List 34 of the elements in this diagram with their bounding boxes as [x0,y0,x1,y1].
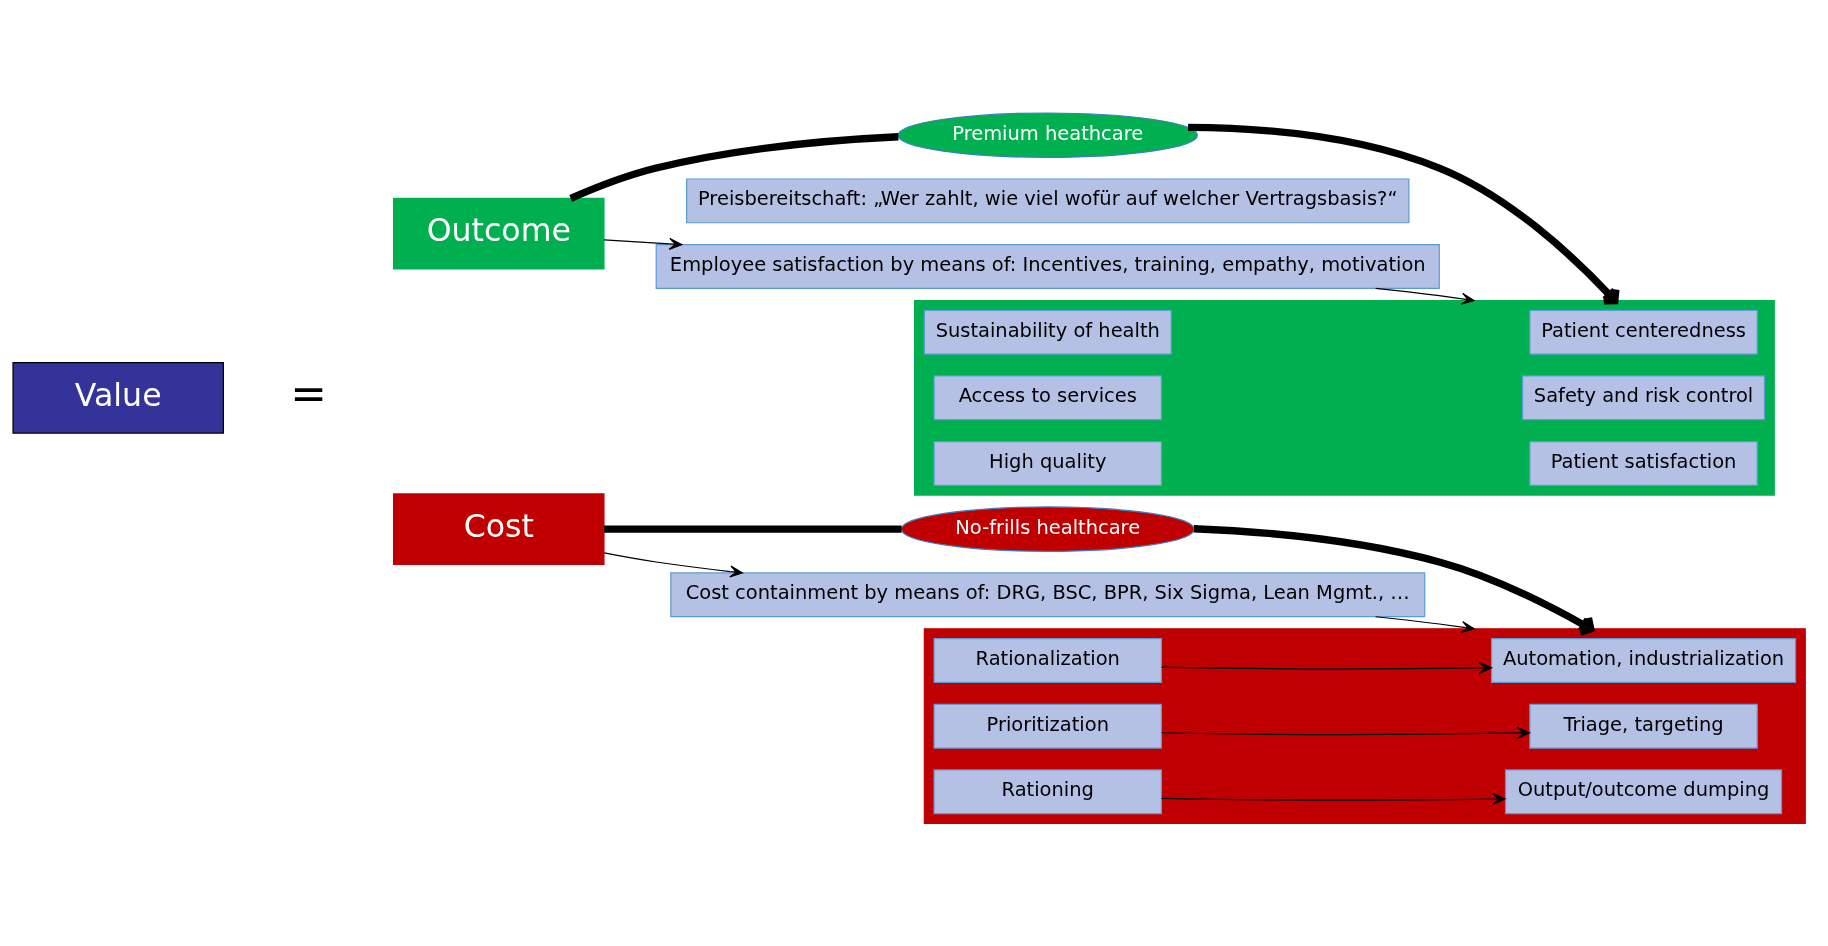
node-box: Rationing [933,769,1163,815]
label: = [290,367,327,419]
node-box: Access to services [933,375,1163,421]
arrow [603,237,683,250]
arrow [1161,661,1493,674]
cluster [923,628,1806,824]
node-box: Cost containment by means of: DRG, BSC, BPR, Six Sigma, Lean Mgmt., … [670,572,1426,618]
node-box: Sustainability of health [923,309,1172,355]
arrow [1161,726,1531,740]
arrow [603,552,744,578]
node-box: Triage, targeting [1529,703,1758,749]
node-box: High quality [933,441,1163,486]
cluster [914,299,1775,496]
node-box: Employee satisfaction by means of: Incentives, training, empathy, motivation [655,244,1440,290]
connector [604,525,902,533]
node-ellipse: No-frills healthcare [900,506,1195,552]
node-box: Output/outcome dumping [1504,769,1783,815]
node-box: Value [12,361,224,434]
node-box: Outcome [393,197,605,270]
connector [569,133,899,202]
arrow [1374,616,1475,634]
arrow [1374,287,1475,305]
arrow [1188,123,1620,305]
node-box: Automation, industrialization [1490,638,1797,683]
node-box: Safety and risk control [1521,375,1766,421]
arrow [1193,525,1595,637]
node-box: Prioritization [933,703,1163,749]
node-box: Rationalization [933,638,1163,683]
node-ellipse: Premium heathcare [897,112,1198,159]
node-box: Patient centeredness [1529,309,1758,355]
node-box: Preisbereitschaft: „Wer zahlt, wie viel wofür auf welcher Vertragsbasis?“ [686,178,1410,224]
node-box: Patient satisfaction [1529,441,1758,486]
arrow [1161,792,1506,806]
node-box: Cost [393,493,605,566]
